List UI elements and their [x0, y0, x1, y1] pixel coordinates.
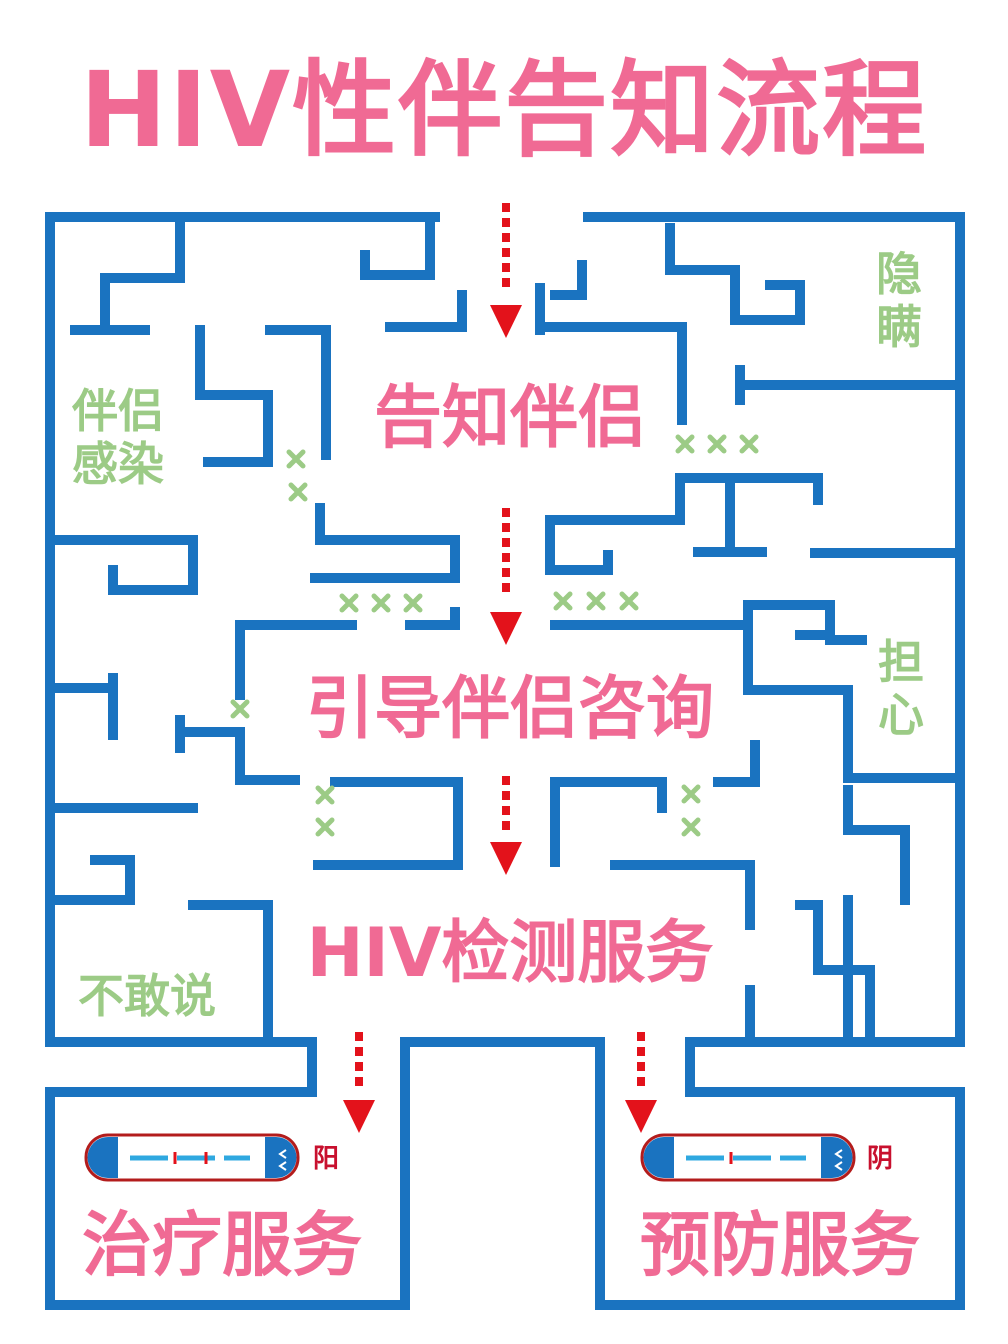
block-x-icon — [286, 449, 306, 469]
down-arrow-icon — [490, 776, 522, 875]
obstacle-afraid-to-tell: 不敢说 — [78, 969, 216, 1023]
maze-walls — [45, 212, 965, 1310]
obstacle-partner-infection: 伴侣感染 — [72, 384, 164, 492]
block-x-icon — [739, 434, 759, 454]
down-arrow-icon — [490, 508, 522, 645]
block-x-icon — [681, 817, 701, 837]
block-x-icon — [339, 593, 359, 613]
obstacle-worry: 担心 — [878, 635, 924, 743]
step-hiv-testing: HIV检测服务 — [306, 914, 714, 993]
obstacle-conceal: 隐瞒 — [876, 247, 922, 355]
negative-result-label: 阴 — [867, 1144, 894, 1174]
block-x-icon — [288, 482, 308, 502]
test-strip-icon — [84, 1133, 300, 1182]
step-guide-counseling: 引导伴侣咨询 — [305, 670, 714, 749]
block-x-icon — [553, 591, 573, 611]
test-strip-icon — [640, 1133, 856, 1182]
down-arrow-icon — [625, 1032, 657, 1133]
outcome-treatment-label: 治疗服务 — [82, 1204, 362, 1286]
down-arrow-icon — [343, 1032, 375, 1133]
block-x-icon — [315, 817, 335, 837]
outcome-prevention-label: 预防服务 — [640, 1204, 920, 1286]
block-x-icon — [315, 785, 335, 805]
down-arrows — [343, 203, 657, 1133]
block-x-icon — [675, 434, 695, 454]
block-x-icon — [619, 591, 639, 611]
block-x-icon — [230, 699, 250, 719]
step-notify-partner: 告知伴侣 — [373, 379, 646, 458]
block-x-icon — [707, 434, 727, 454]
block-x-icon — [403, 593, 423, 613]
positive-result-label: 阳 — [313, 1144, 340, 1174]
block-x-icon — [371, 593, 391, 613]
block-marks — [230, 434, 759, 837]
down-arrow-icon — [490, 203, 522, 338]
page-title: HIV性伴告知流程 — [79, 49, 929, 171]
block-x-icon — [586, 591, 606, 611]
block-x-icon — [681, 784, 701, 804]
